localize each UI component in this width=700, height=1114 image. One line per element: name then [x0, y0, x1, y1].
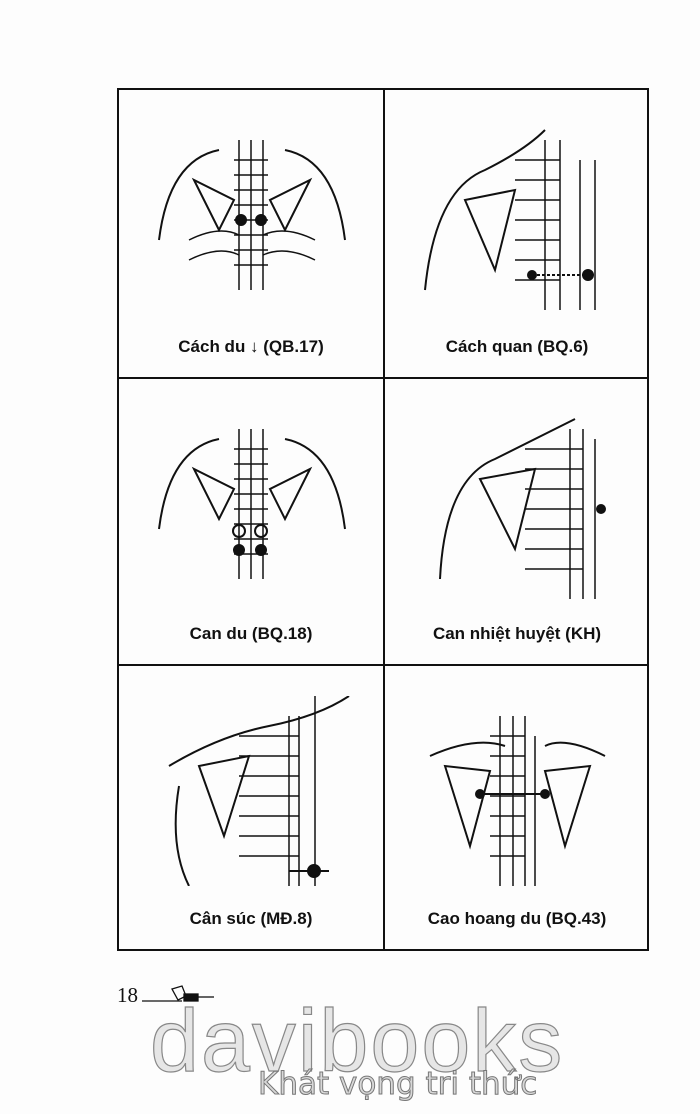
back-illustration	[158, 140, 346, 290]
watermark-brand: davibooks	[149, 990, 565, 1090]
figure-cell: Can du (BQ.18)	[119, 379, 385, 666]
figure-cell: Cao hoang du (BQ.43)	[385, 666, 649, 949]
figure-cell: Cân súc (MĐ.8)	[119, 666, 385, 949]
figure-caption: Cân súc (MĐ.8)	[189, 909, 313, 928]
figure-cell: Can nhiệt huyệt (KH)	[385, 379, 649, 666]
ornament-icon	[142, 985, 214, 1002]
figure-caption: Can nhiệt huyệt (KH)	[432, 624, 602, 643]
side-illustration	[439, 418, 606, 599]
figure-caption: Cách du ↓ (QB.17)	[178, 337, 324, 356]
acupoint-figure-grid: Cách du ↓ (QB.17) Cách quan (BQ.6)	[117, 88, 649, 951]
watermark-slogan: Khát vọng tri thức	[257, 1066, 538, 1103]
page-number: 18	[117, 983, 138, 1007]
figure-caption: Cao hoang du (BQ.43)	[427, 909, 607, 928]
back-illustration	[429, 716, 606, 886]
back-illustration	[158, 429, 346, 579]
figure-caption: Can du (BQ.18)	[189, 624, 313, 643]
figure-caption: Cách quan (BQ.6)	[445, 337, 589, 356]
side-illustration	[424, 129, 596, 310]
figure-cell: Cách du ↓ (QB.17)	[119, 90, 385, 379]
side-illustration	[168, 696, 350, 886]
figure-cell: Cách quan (BQ.6)	[385, 90, 649, 379]
